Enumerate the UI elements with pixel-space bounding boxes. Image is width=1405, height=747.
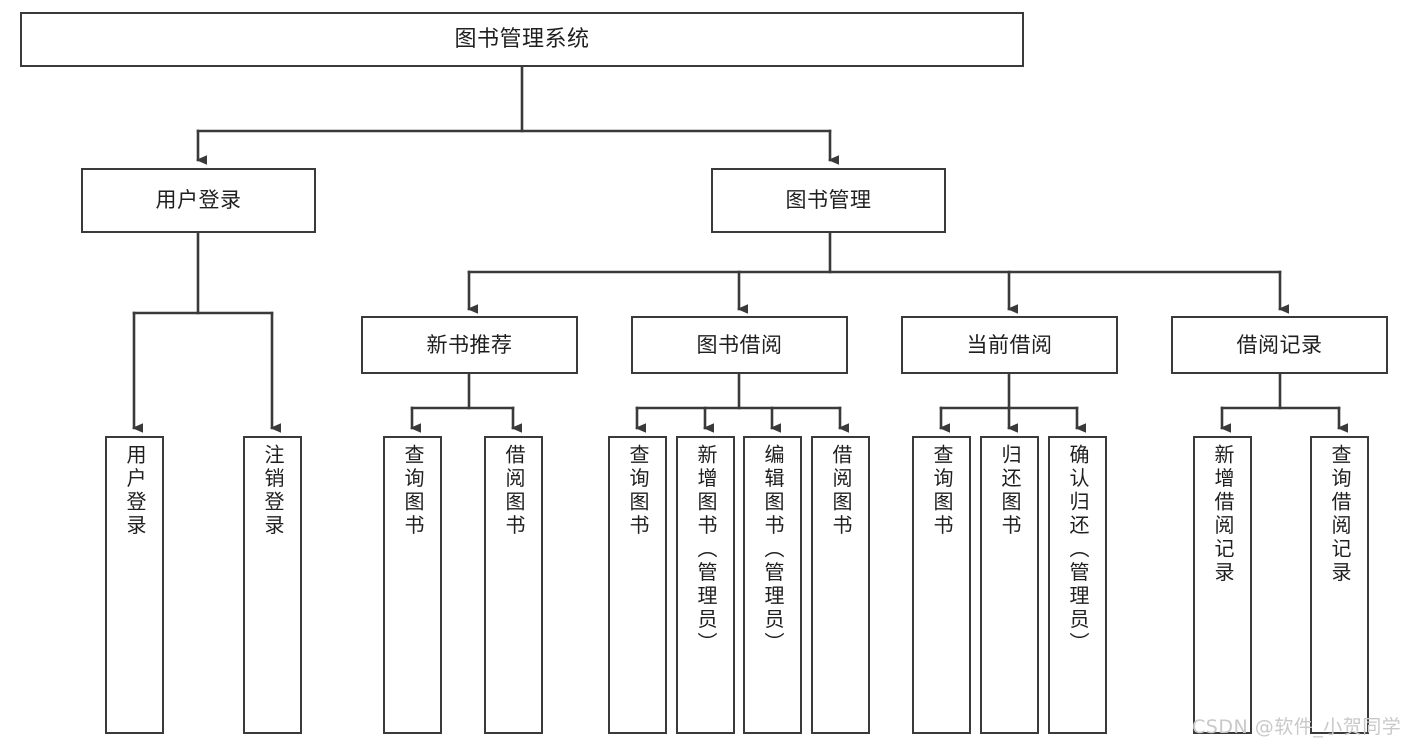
node-current-borrow[interactable]: 当前借阅 bbox=[901, 316, 1118, 374]
node-borrow-record[interactable]: 借阅记录 bbox=[1171, 316, 1388, 374]
node-label: 确认归还（管理员） bbox=[1066, 444, 1090, 656]
node-label: 归还图书 bbox=[998, 444, 1022, 538]
node-label: 图书借阅 bbox=[696, 332, 783, 357]
leaf-user-login[interactable]: 用户登录 bbox=[105, 436, 164, 734]
leaf-borrow-add-book-admin[interactable]: 新增图书（管理员） bbox=[676, 436, 735, 734]
node-root-system[interactable]: 图书管理系统 bbox=[20, 12, 1024, 67]
node-label: 借阅记录 bbox=[1236, 332, 1323, 357]
node-new-book-recommend[interactable]: 新书推荐 bbox=[361, 316, 578, 374]
node-user-login[interactable]: 用户登录 bbox=[81, 168, 316, 233]
node-label: 用户登录 bbox=[123, 444, 147, 538]
leaf-record-add-borrow-record[interactable]: 新增借阅记录 bbox=[1193, 436, 1252, 734]
leaf-borrow-borrow-book[interactable]: 借阅图书 bbox=[811, 436, 870, 734]
leaf-current-confirm-return-admin[interactable]: 确认归还（管理员） bbox=[1048, 436, 1107, 734]
node-label: 新书推荐 bbox=[426, 332, 513, 357]
node-label: 借阅图书 bbox=[829, 444, 853, 538]
node-label: 查询图书 bbox=[626, 444, 650, 538]
node-label: 图书管理 bbox=[785, 188, 872, 213]
node-label: 新增图书（管理员） bbox=[694, 444, 718, 656]
node-label: 当前借阅 bbox=[966, 332, 1053, 357]
leaf-newbook-query-book[interactable]: 查询图书 bbox=[383, 436, 442, 734]
leaf-newbook-borrow-book[interactable]: 借阅图书 bbox=[484, 436, 543, 734]
leaf-logout[interactable]: 注销登录 bbox=[243, 436, 302, 734]
node-label: 查询图书 bbox=[930, 444, 954, 538]
node-label: 注销登录 bbox=[261, 444, 285, 538]
node-label: 借阅图书 bbox=[502, 444, 526, 538]
leaf-current-query-book[interactable]: 查询图书 bbox=[912, 436, 971, 734]
node-label: 图书管理系统 bbox=[454, 26, 590, 52]
node-book-management[interactable]: 图书管理 bbox=[711, 168, 946, 233]
leaf-record-query-borrow-record[interactable]: 查询借阅记录 bbox=[1310, 436, 1369, 734]
node-label: 用户登录 bbox=[155, 188, 242, 213]
node-label: 编辑图书（管理员） bbox=[761, 444, 785, 656]
node-label: 新增借阅记录 bbox=[1211, 444, 1235, 585]
leaf-borrow-query-book[interactable]: 查询图书 bbox=[608, 436, 667, 734]
node-label: 查询图书 bbox=[401, 444, 425, 538]
leaf-borrow-edit-book-admin[interactable]: 编辑图书（管理员） bbox=[743, 436, 802, 734]
leaf-current-return-book[interactable]: 归还图书 bbox=[980, 436, 1039, 734]
node-label: 查询借阅记录 bbox=[1328, 444, 1352, 585]
node-book-borrow[interactable]: 图书借阅 bbox=[631, 316, 848, 374]
